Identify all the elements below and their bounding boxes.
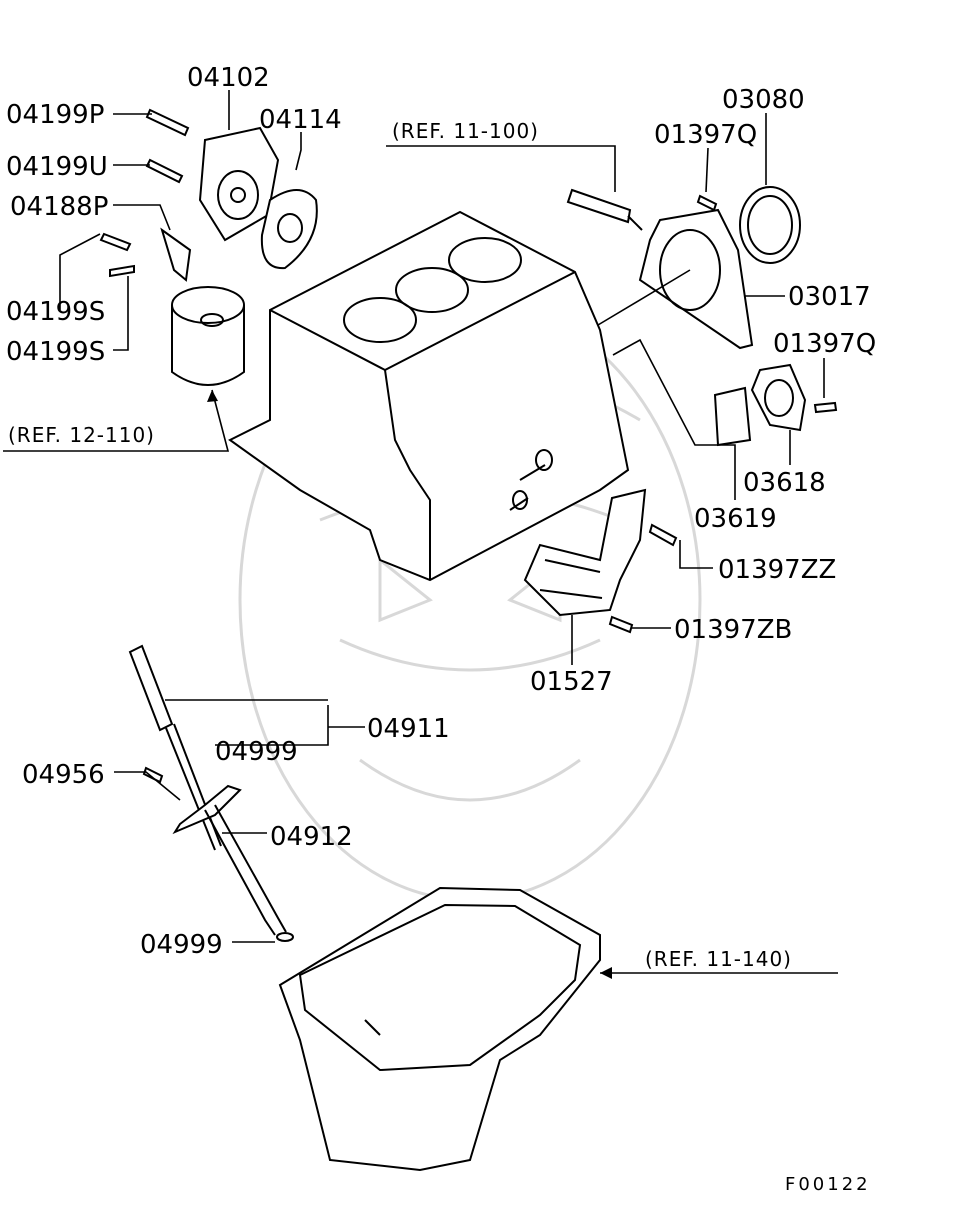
label-01397Q-upper: 01397Q: [654, 120, 757, 150]
seal-case-drawing: [638, 186, 801, 350]
ref-11-100: (REF. 11-100): [392, 119, 539, 143]
label-03017: 03017: [788, 282, 871, 312]
ref-11-140: (REF. 11-140): [645, 947, 792, 971]
label-04199P: 04199P: [6, 100, 104, 130]
label-04912: 04912: [270, 822, 353, 852]
ref-12-110: (REF. 12-110): [8, 423, 155, 447]
label-04911: 04911: [367, 714, 450, 744]
part-labels: 04102 04199P 04114 04199U 04188P 04199S …: [6, 63, 876, 960]
bolts-drawing: [99, 108, 838, 784]
label-04199S-upper: 04199S: [6, 297, 105, 327]
label-01397Q-lower: 01397Q: [773, 329, 876, 359]
bracket-drawing: [523, 488, 647, 617]
label-04199U: 04199U: [6, 152, 108, 182]
label-01527: 01527: [530, 667, 613, 697]
label-04999-lower: 04999: [140, 930, 223, 960]
label-04102: 04102: [187, 63, 270, 93]
dipstick-drawing: [128, 644, 294, 942]
reference-notes: (REF. 11-100) (REF. 12-110) (REF. 11-140…: [8, 119, 792, 971]
label-01397ZZ: 01397ZZ: [718, 555, 836, 585]
engine-block-drawing: [228, 210, 630, 582]
leader-lines: [3, 90, 838, 979]
label-04188P: 04188P: [10, 192, 108, 222]
oil-pan-drawing: [278, 886, 601, 1172]
oil-filter-drawing: [171, 286, 245, 386]
label-03618: 03618: [743, 468, 826, 498]
oil-pump-drawing: [198, 126, 318, 270]
label-01397ZB: 01397ZB: [674, 615, 792, 645]
cover-drawing: [713, 363, 807, 447]
label-04999-upper: 04999: [215, 737, 298, 767]
label-03080: 03080: [722, 85, 805, 115]
figure-code: F00122: [785, 1174, 871, 1195]
label-04199S-lower: 04199S: [6, 337, 105, 367]
label-04956: 04956: [22, 760, 105, 790]
sealant-tube-drawing: [566, 188, 643, 231]
label-03619: 03619: [694, 504, 777, 534]
label-04114: 04114: [259, 105, 342, 135]
